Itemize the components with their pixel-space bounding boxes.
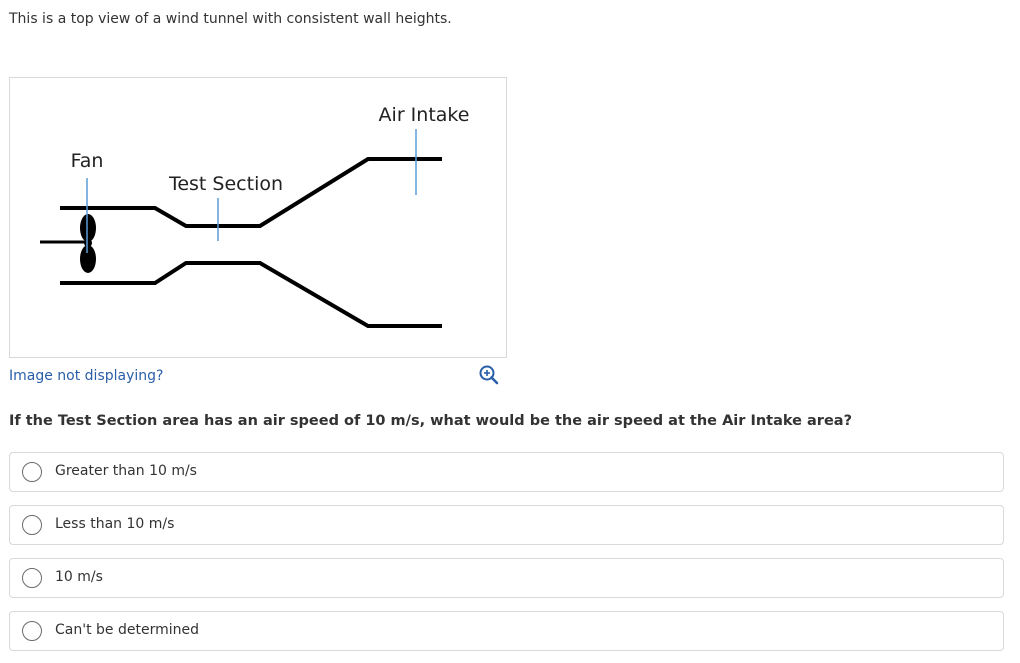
fan-label: Fan [71, 150, 104, 172]
intro-text: This is a top view of a wind tunnel with… [9, 11, 452, 27]
wind-tunnel-figure: Air Intake Fan Test Section [9, 77, 507, 358]
option-label: 10 m/s [55, 569, 103, 585]
option-greater-than[interactable]: Greater than 10 m/s [9, 452, 1004, 492]
air-intake-label: Air Intake [379, 104, 470, 126]
option-label: Greater than 10 m/s [55, 463, 197, 479]
fan-icon [80, 214, 96, 273]
radio-button[interactable] [22, 621, 42, 641]
lower-wall [60, 261, 442, 328]
option-cant-determine[interactable]: Can't be determined [9, 611, 1004, 651]
zoom-in-icon [479, 365, 499, 385]
option-equal[interactable]: 10 m/s [9, 558, 1004, 598]
wind-tunnel-diagram: Air Intake Fan Test Section [40, 104, 470, 328]
radio-button[interactable] [22, 515, 42, 535]
question-text: If the Test Section area has an air spee… [9, 413, 852, 429]
option-less-than[interactable]: Less than 10 m/s [9, 505, 1004, 545]
upper-wall [60, 157, 442, 228]
zoom-button[interactable] [477, 364, 499, 386]
radio-button[interactable] [22, 462, 42, 482]
image-not-displaying-link[interactable]: Image not displaying? [9, 368, 164, 384]
test-section-label: Test Section [168, 173, 283, 195]
option-label: Less than 10 m/s [55, 516, 175, 532]
option-label: Can't be determined [55, 622, 199, 638]
radio-button[interactable] [22, 568, 42, 588]
